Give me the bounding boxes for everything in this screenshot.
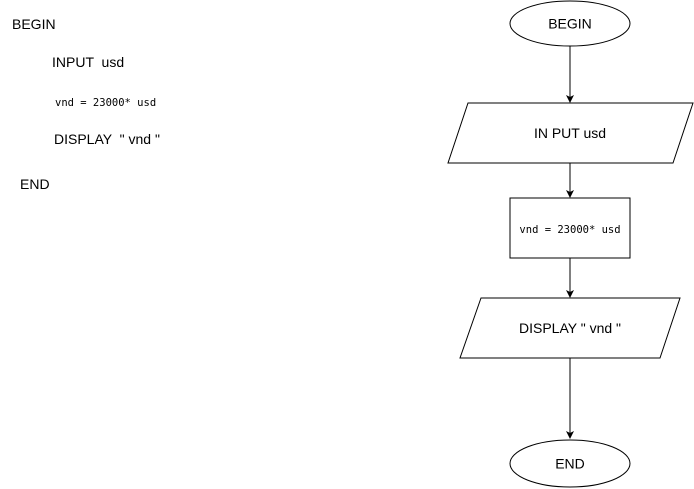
pseudo-end: END (20, 176, 50, 192)
node-process: vnd = 23000* usd (509, 197, 631, 259)
node-end-label: END (555, 456, 585, 472)
input-parallelogram-shape (447, 102, 694, 164)
pseudo-display: DISPLAY " vnd " (54, 131, 160, 147)
pseudo-begin: BEGIN (12, 16, 56, 32)
node-process-label: vnd = 23000* usd (519, 224, 620, 236)
node-input: IN PUT usd (447, 102, 694, 164)
node-begin: BEGIN (509, 0, 631, 47)
node-end: END (509, 439, 631, 488)
terminator-begin-shape (509, 0, 631, 47)
pseudo-input: INPUT usd (52, 54, 125, 70)
node-input-label: IN PUT usd (534, 125, 606, 141)
terminator-end-shape (509, 439, 631, 488)
process-rect-shape (509, 197, 631, 259)
output-parallelogram-shape (459, 297, 681, 359)
node-output: DISPLAY " vnd " (459, 297, 681, 359)
node-output-label: DISPLAY " vnd " (519, 320, 621, 336)
pseudo-compute: vnd = 23000* usd (55, 97, 157, 109)
node-begin-label: BEGIN (548, 16, 592, 32)
